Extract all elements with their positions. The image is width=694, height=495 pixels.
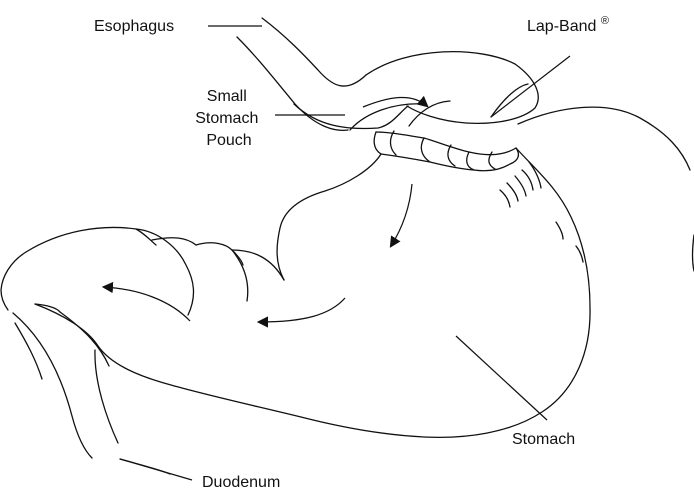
stomach-outline [1, 107, 694, 474]
pouch-label-line-3: Pouch [206, 132, 251, 149]
flow-arrows [104, 97, 427, 322]
duodenum-leader-line [120, 459, 192, 480]
stomach-middle-flow-arrow [259, 298, 345, 322]
esophagus-label: Esophagus [94, 18, 174, 35]
pouch-label-line-2: Stomach [195, 110, 258, 127]
pouch-label-line-1: Small [207, 88, 247, 105]
stomach-pouch-outline [294, 52, 538, 130]
lap-band [374, 131, 518, 171]
lap-band-text: Lap-Band [527, 18, 596, 35]
stomach-leader-line [456, 336, 547, 420]
lap-band-label: Lap-Band ® [527, 15, 609, 35]
lap-band-registered-mark: ® [601, 15, 609, 27]
small-stomach-pouch-label: Small Stomach Pouch [195, 88, 263, 149]
stomach-left-flow-arrow [104, 287, 190, 321]
lap-band-leader-line [491, 56, 570, 117]
pouch-to-stomach-flow-arrow [391, 184, 412, 246]
leader-lines [120, 26, 570, 480]
stomach-label: Stomach [512, 431, 575, 448]
duodenum-label: Duodenum [202, 474, 280, 491]
